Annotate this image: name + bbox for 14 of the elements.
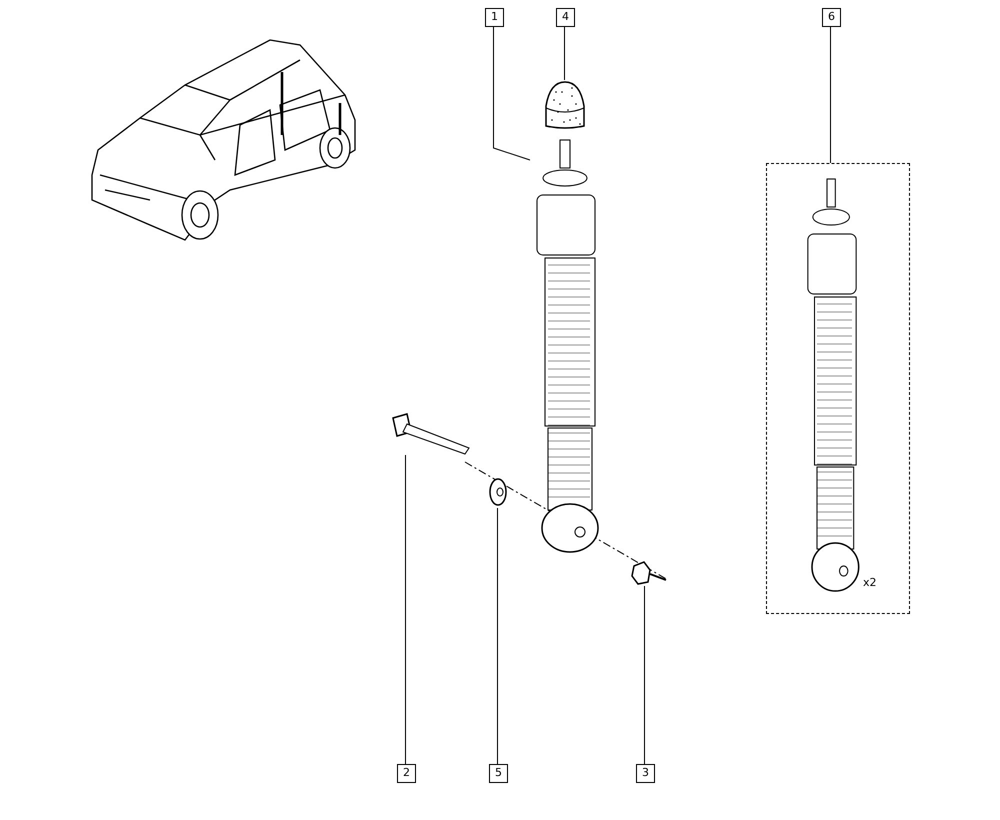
quantity-label: x2 [863, 576, 877, 589]
leader-line [564, 24, 565, 80]
callout-number: 2 [397, 764, 416, 783]
callout-number: 3 [636, 764, 655, 783]
leader-line [497, 508, 498, 764]
callout-number: 6 [822, 8, 841, 27]
leader-line [493, 24, 530, 160]
leader-line [644, 586, 645, 764]
leader-line [830, 24, 831, 164]
callout-number: 5 [489, 764, 508, 783]
leader-line [405, 454, 406, 764]
dashed-group-box [766, 163, 910, 614]
callout-number: 4 [556, 8, 575, 27]
callout-number: 1 [485, 8, 504, 27]
